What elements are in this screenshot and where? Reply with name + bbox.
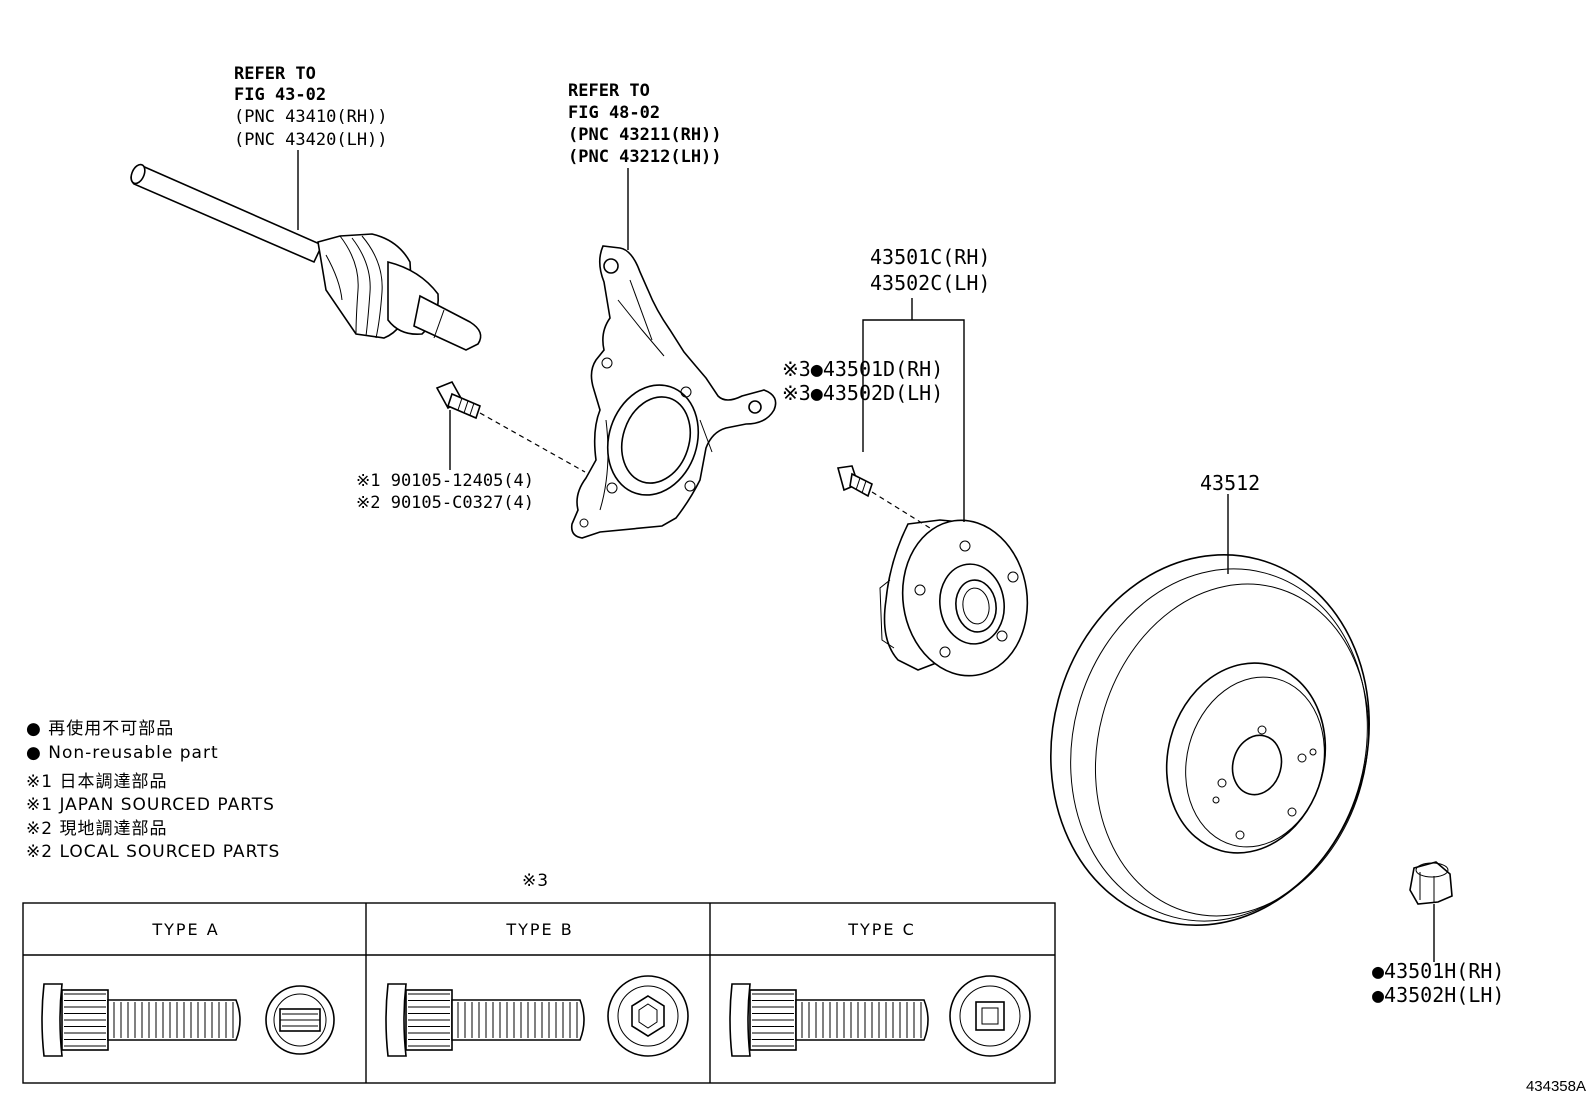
disc-rotor-illustration — [1050, 554, 1370, 926]
part-number: ※3●43502D(LH) — [782, 381, 943, 405]
stud-type-c-illustration — [729, 983, 929, 1057]
drive-shaft-illustration — [130, 163, 482, 351]
callout-line: (PNC 43420(LH)) — [234, 130, 388, 150]
hub-nut-illustration — [1409, 861, 1453, 905]
rotor-part-number: 43512 — [1200, 471, 1260, 495]
legend-line: ※2 LOCAL SOURCED PARTS — [26, 842, 280, 862]
part-number: ●43502H(LH) — [1372, 983, 1504, 1007]
nut-callout: ●43501H(RH) ●43502H(LH) — [1372, 959, 1504, 1007]
stud-type-a-illustration — [41, 983, 241, 1057]
hex-socket-head-icon — [607, 975, 689, 1057]
part-number: 43502C(LH) — [870, 271, 990, 295]
type-column-header: TYPE B — [505, 920, 573, 939]
callout-line: REFER TO — [568, 81, 650, 101]
part-number: ※3●43501D(RH) — [782, 357, 943, 381]
callout-line: (PNC 43211(RH)) — [568, 125, 722, 145]
stud-type-b-illustration — [385, 983, 585, 1057]
leader-lines — [297, 150, 1435, 962]
slot-head-icon — [265, 985, 335, 1055]
driveshaft-callout: REFER TO FIG 43-02 (PNC 43410(RH)) (PNC … — [234, 64, 388, 150]
type-table: TYPE A TYPE B TYPE C — [22, 902, 1056, 1084]
callout-line: FIG 43-02 — [234, 85, 326, 105]
axle-hub-illustration — [879, 519, 1029, 677]
legend-line: ※1 JAPAN SOURCED PARTS — [26, 795, 275, 815]
hub-callout: 43501C(RH) 43502C(LH) — [870, 245, 990, 295]
callout-line: REFER TO — [234, 64, 316, 84]
square-socket-head-icon — [949, 975, 1031, 1057]
type-column-header: TYPE A — [151, 920, 219, 939]
hub-bolt-callout: ※3●43501D(RH) ※3●43502D(LH) — [782, 357, 943, 405]
type-column-header: TYPE C — [847, 920, 916, 939]
part-number: ※2 90105-C0327(4) — [356, 493, 534, 513]
legend-line: ※1 日本調達部品 — [26, 772, 167, 792]
knuckle-bolt-callout: ※1 90105-12405(4) ※2 90105-C0327(4) — [356, 471, 534, 513]
hub-bolt-illustration — [836, 465, 873, 498]
part-number: ※1 90105-12405(4) — [356, 471, 534, 491]
legend: ● 再使用不可部品 ● Non-reusable part ※1 日本調達部品 … — [26, 718, 280, 862]
part-number: 43501C(RH) — [870, 245, 990, 269]
callout-line: (PNC 43410(RH)) — [234, 107, 388, 127]
knuckle-callout: REFER TO FIG 48-02 (PNC 43211(RH)) (PNC … — [568, 81, 722, 167]
callout-line: (PNC 43212(LH)) — [568, 147, 722, 167]
knuckle-bolt-illustration — [435, 380, 481, 420]
part-number: ●43501H(RH) — [1372, 959, 1504, 983]
legend-line: ● 再使用不可部品 — [26, 718, 174, 739]
figure-id: 434358A — [1526, 1078, 1586, 1095]
legend-line: ※2 現地調達部品 — [26, 819, 167, 839]
steering-knuckle-illustration — [570, 245, 777, 539]
legend-line: ● Non-reusable part — [26, 743, 219, 763]
callout-line: FIG 48-02 — [568, 103, 660, 123]
type-table-note: ※3 — [522, 871, 549, 891]
